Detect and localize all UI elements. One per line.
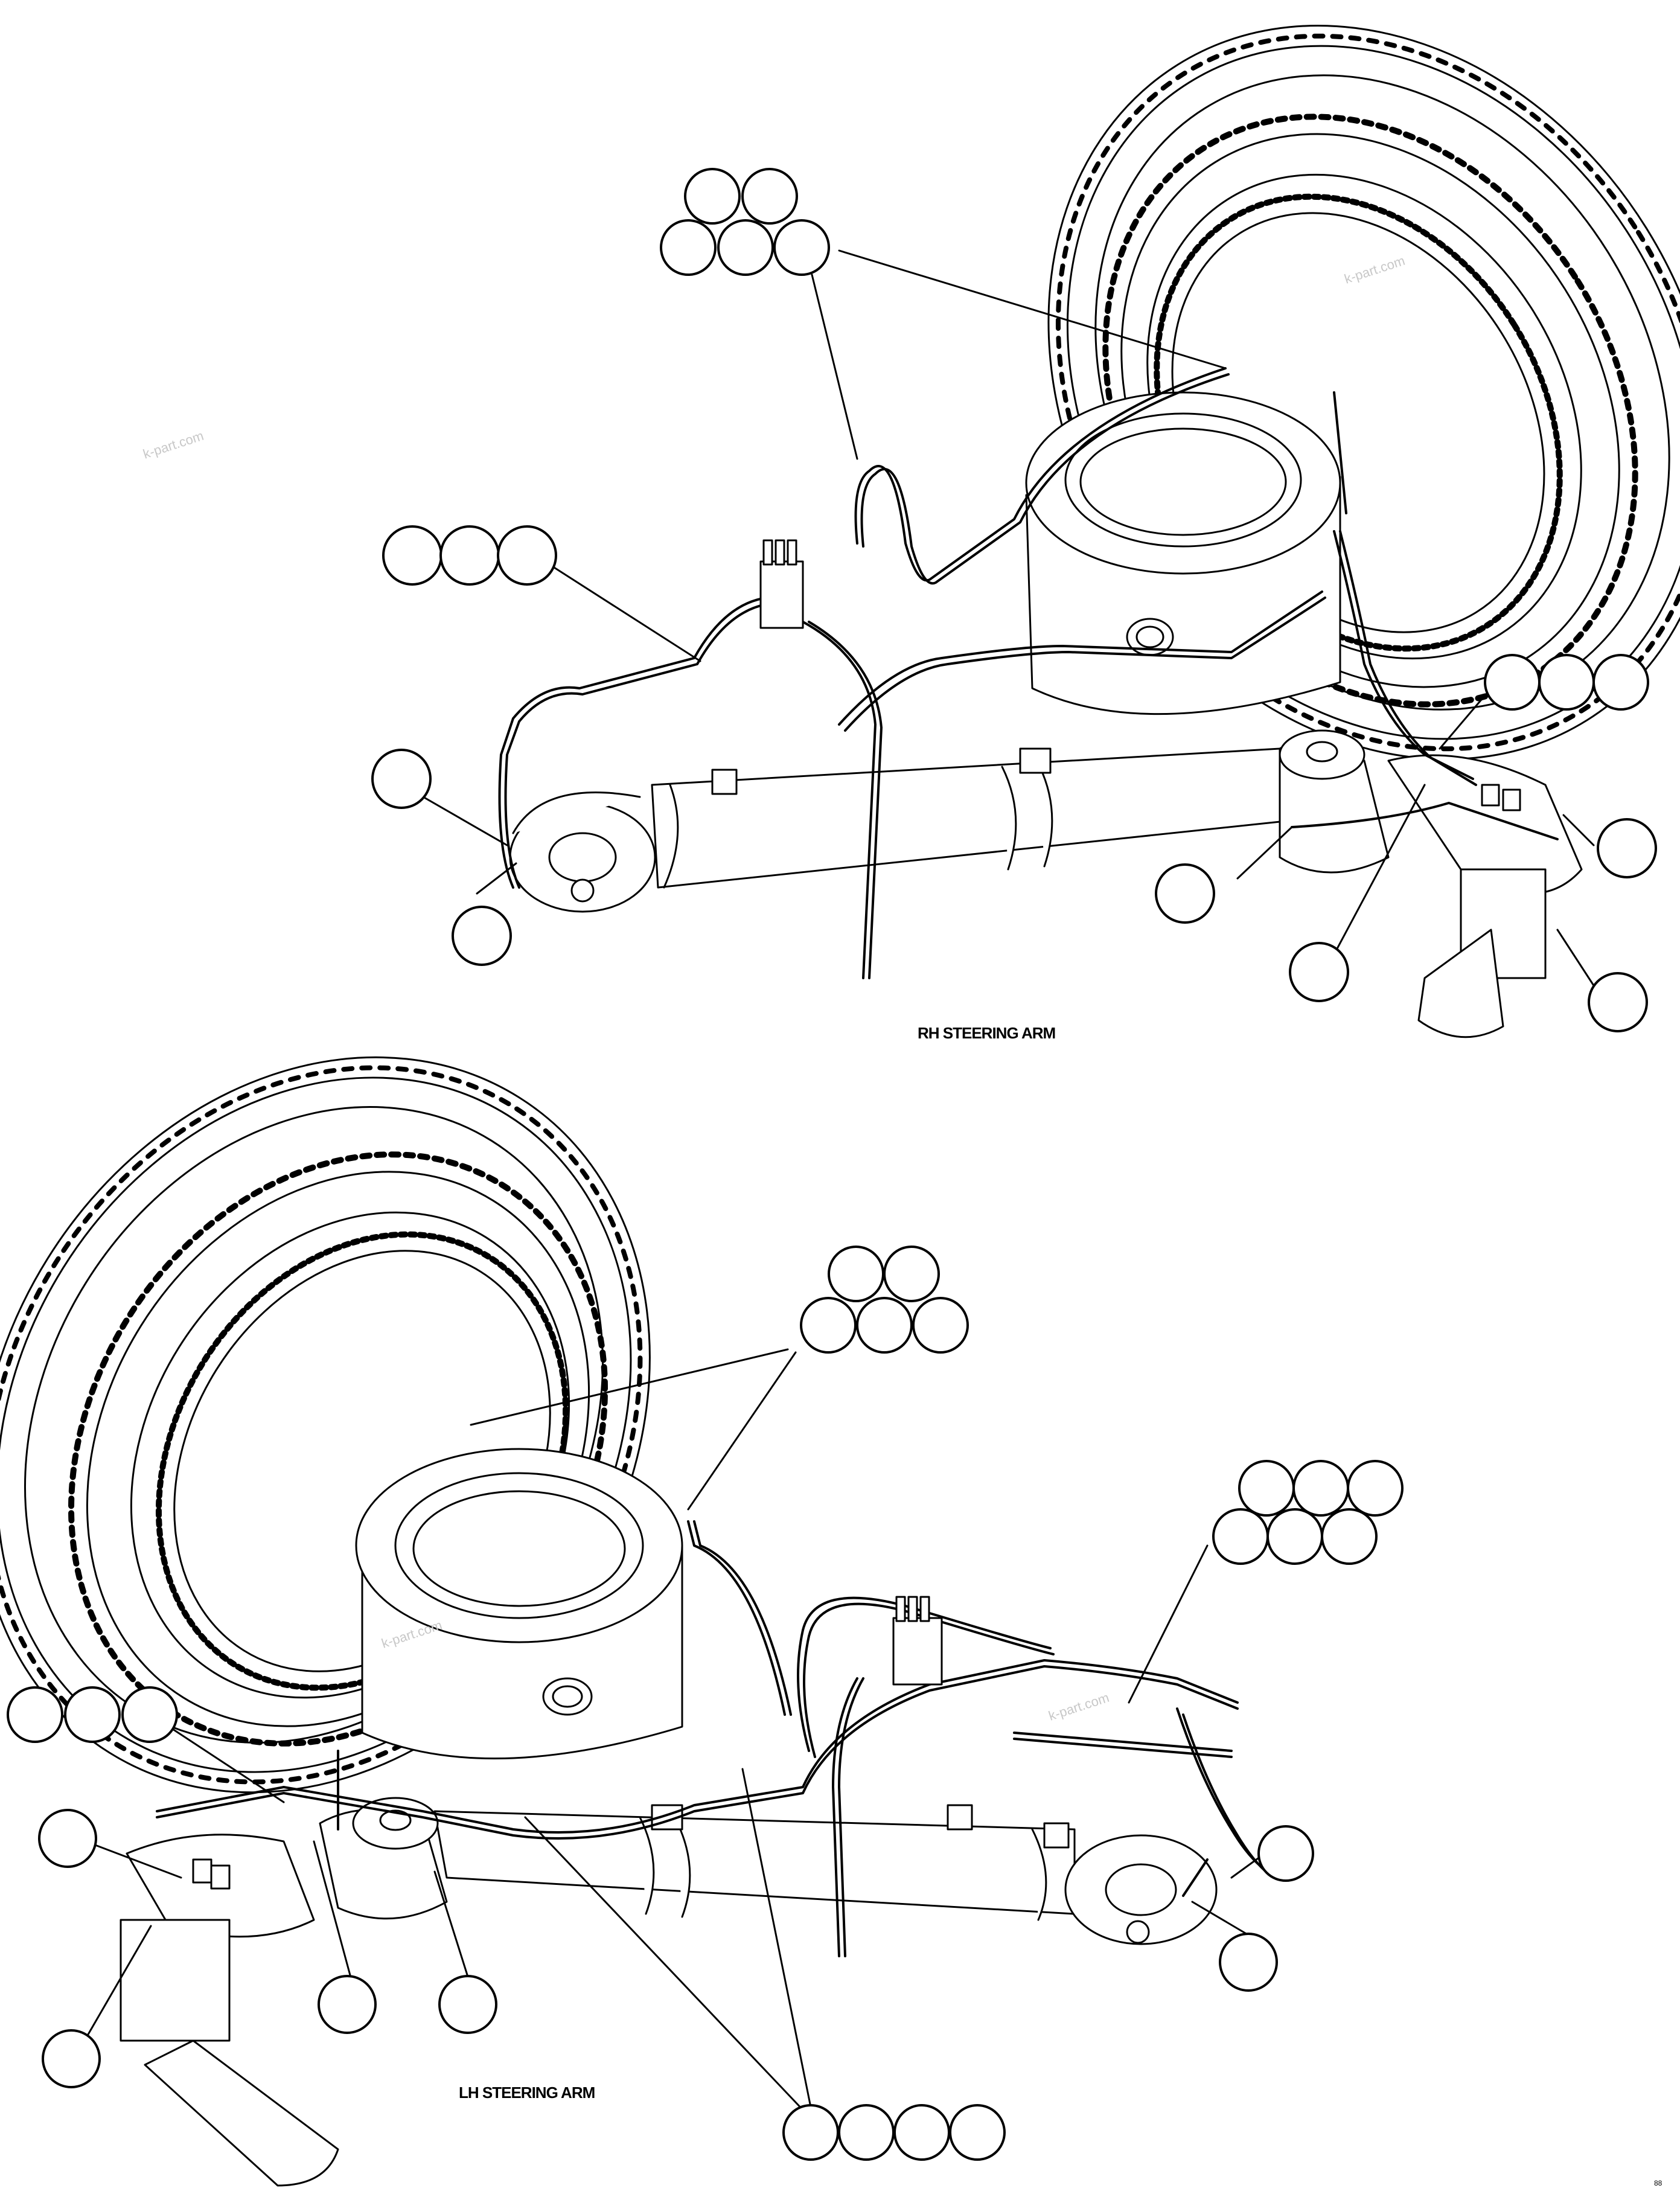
rh-callouts xyxy=(371,168,1657,1032)
watermark: k-part.com xyxy=(141,428,206,462)
rh-leader-lines xyxy=(406,249,1598,991)
lh-callout-circle xyxy=(1292,1460,1349,1517)
lh-grease-manifold xyxy=(892,1596,943,1686)
lh-callout-circle xyxy=(7,1686,63,1743)
lh-callout-circle xyxy=(1321,1508,1378,1565)
rh-callout-circle xyxy=(660,219,717,276)
lh-callout-circle xyxy=(38,1809,97,1868)
rh-callout-circle xyxy=(684,168,741,225)
lh-view-label: LH STEERING ARM xyxy=(459,2084,595,2102)
rh-grease-lines xyxy=(498,367,1559,979)
rh-assembly xyxy=(371,24,1680,1038)
lh-callout-circle xyxy=(1257,1825,1314,1882)
lh-callout-circle xyxy=(912,1297,969,1354)
lh-callout-circle xyxy=(1238,1460,1295,1517)
lh-callout-circle xyxy=(438,1975,497,2034)
lh-kingpin-housing xyxy=(355,1448,683,1760)
lh-leader-lines xyxy=(83,1348,1266,2114)
rh-callout-circle xyxy=(1588,972,1648,1032)
lh-wheel-hub xyxy=(0,1056,651,1794)
watermark: k-part.com xyxy=(1343,253,1407,287)
rh-callout-circle xyxy=(452,906,512,966)
lh-assembly xyxy=(0,1056,1404,2187)
drawing-code: 88 xyxy=(1654,2179,1662,2187)
lh-callout-circle xyxy=(856,1297,913,1354)
lh-steering-arm xyxy=(120,1797,448,2187)
lh-callout-circle xyxy=(1212,1508,1269,1565)
lh-grease-lines xyxy=(156,1520,1275,1957)
lh-callout-circle xyxy=(838,2104,895,2161)
watermark: k-part.com xyxy=(1047,1690,1111,1724)
rh-callout-circle xyxy=(382,525,442,586)
lh-callout-circle xyxy=(782,2104,839,2161)
lh-callout-circle xyxy=(800,1297,857,1354)
lh-callout-circle xyxy=(828,1246,884,1302)
rh-callout-circle xyxy=(1592,654,1649,711)
rh-callout-circle xyxy=(1484,654,1541,711)
lh-callout-circle xyxy=(1266,1508,1323,1565)
rh-callout-circle xyxy=(371,749,432,809)
rh-callout-circle xyxy=(1597,818,1657,878)
rh-steering-arm xyxy=(1279,729,1583,1038)
lh-callout-circle xyxy=(949,2104,1006,2161)
rh-grease-manifold xyxy=(759,539,804,629)
rh-view-label: RH STEERING ARM xyxy=(918,1024,1055,1042)
rh-callout-circle xyxy=(741,168,798,225)
rh-kingpin-housing xyxy=(1025,391,1341,715)
lh-callout-circle xyxy=(893,2104,950,2161)
rh-callout-circle xyxy=(497,525,557,586)
lh-callout-circle xyxy=(121,1686,178,1743)
rh-callout-circle xyxy=(1289,942,1349,1002)
lh-callout-circle xyxy=(64,1686,121,1743)
lh-callout-circle xyxy=(883,1246,940,1302)
rh-callout-circle xyxy=(1155,863,1215,924)
rh-callout-circle xyxy=(717,219,774,276)
lh-steering-cylinder xyxy=(433,1804,1218,1945)
lh-callout-circle xyxy=(1219,1933,1278,1992)
lh-callout-circle xyxy=(42,2029,101,2088)
lh-callout-circle xyxy=(1347,1460,1404,1517)
lh-callouts xyxy=(7,1246,1404,2161)
rh-callout-circle xyxy=(773,219,830,276)
rh-callout-circle xyxy=(439,525,500,586)
lh-callout-circle xyxy=(318,1975,377,2034)
rh-callout-circle xyxy=(1538,654,1595,711)
